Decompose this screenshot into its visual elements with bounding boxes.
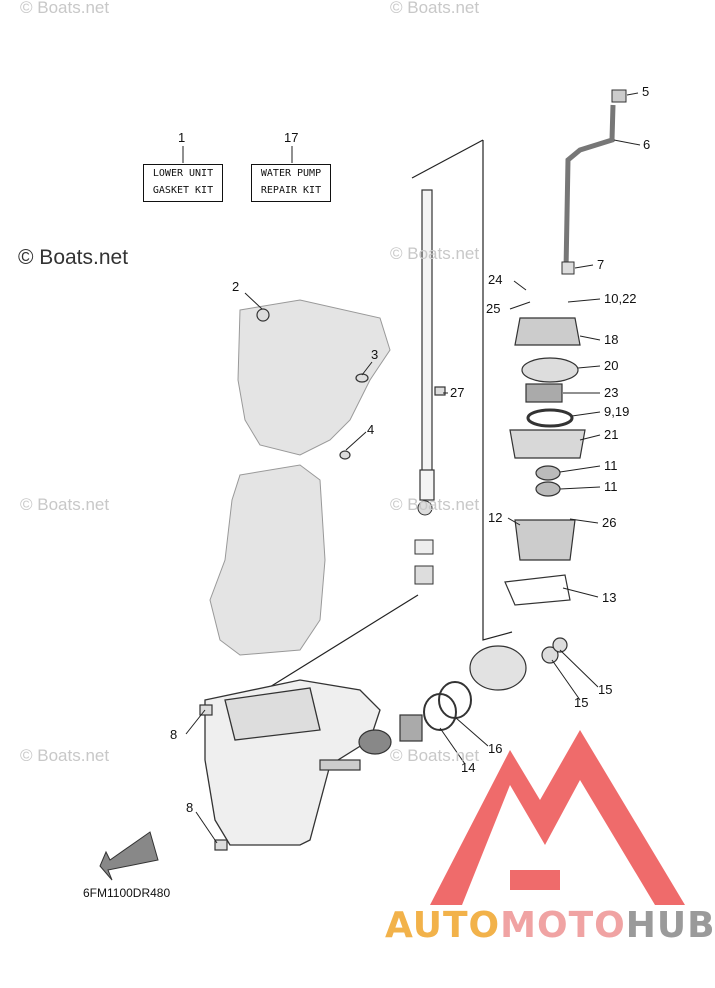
callout-27: 27 — [450, 385, 465, 400]
callout-23: 23 — [604, 385, 619, 400]
brand-part-auto: AUTO — [385, 905, 501, 946]
kit-line: GASKET KIT — [152, 185, 214, 196]
callout-24: 24 — [488, 272, 503, 287]
callout-18: 18 — [604, 332, 619, 347]
brand-wordmark: AUTOMOTOHUB — [385, 905, 715, 946]
lower-unit-gasket-kit-box: LOWER UNIT GASKET KIT — [143, 164, 223, 202]
callout-20: 20 — [604, 358, 619, 373]
watermark: © Boats.net — [390, 244, 480, 263]
callout-1: 1 — [178, 130, 186, 145]
callout-11: 11 — [604, 458, 618, 473]
watermark: © Boats.net — [20, 0, 110, 17]
callout-7: 7 — [597, 257, 605, 272]
callout-6: 6 — [643, 137, 651, 152]
watermark: © Boats.net — [390, 495, 480, 514]
callout-25: 25 — [486, 301, 501, 316]
brand-part-moto: MOTO — [500, 905, 626, 946]
watermark: © Boats.net — [20, 746, 110, 765]
callout-5: 5 — [642, 84, 650, 99]
callout-12: 12 — [488, 510, 503, 525]
watermark: © Boats.net — [390, 0, 480, 17]
callout-13: 13 — [602, 590, 617, 605]
callout-15: 15 — [574, 695, 589, 710]
watermark: © Boats.net — [390, 746, 480, 765]
diagram-code: 6FM1100DR480 — [83, 886, 171, 900]
kit-line: REPAIR KIT — [260, 185, 322, 196]
water-pump-repair-kit-box: WATER PUMP REPAIR KIT — [251, 164, 331, 202]
callout-21: 21 — [604, 427, 619, 442]
callout-8: 8 — [186, 800, 194, 815]
automotohub-logo-icon — [430, 730, 685, 905]
kit-line: LOWER UNIT — [152, 168, 214, 179]
watermark: © Boats.net — [20, 495, 110, 514]
callout-2: 2 — [232, 279, 240, 294]
callout-3: 3 — [371, 347, 379, 362]
kit-line: WATER PUMP — [260, 168, 322, 179]
watermark: © Boats.net — [18, 246, 129, 269]
callout-15: 15 — [598, 682, 613, 697]
callout-14: 14 — [461, 760, 476, 775]
callout-9-19: 9,19 — [604, 404, 630, 419]
brand-part-hub: HUB — [625, 905, 715, 946]
callout-4: 4 — [367, 422, 375, 437]
callout-11: 11 — [604, 479, 618, 494]
callout-26: 26 — [602, 515, 617, 530]
callout-10-22: 10,22 — [604, 291, 637, 306]
callout-17: 17 — [284, 130, 299, 145]
callout-8: 8 — [170, 727, 178, 742]
callout-16: 16 — [488, 741, 503, 756]
